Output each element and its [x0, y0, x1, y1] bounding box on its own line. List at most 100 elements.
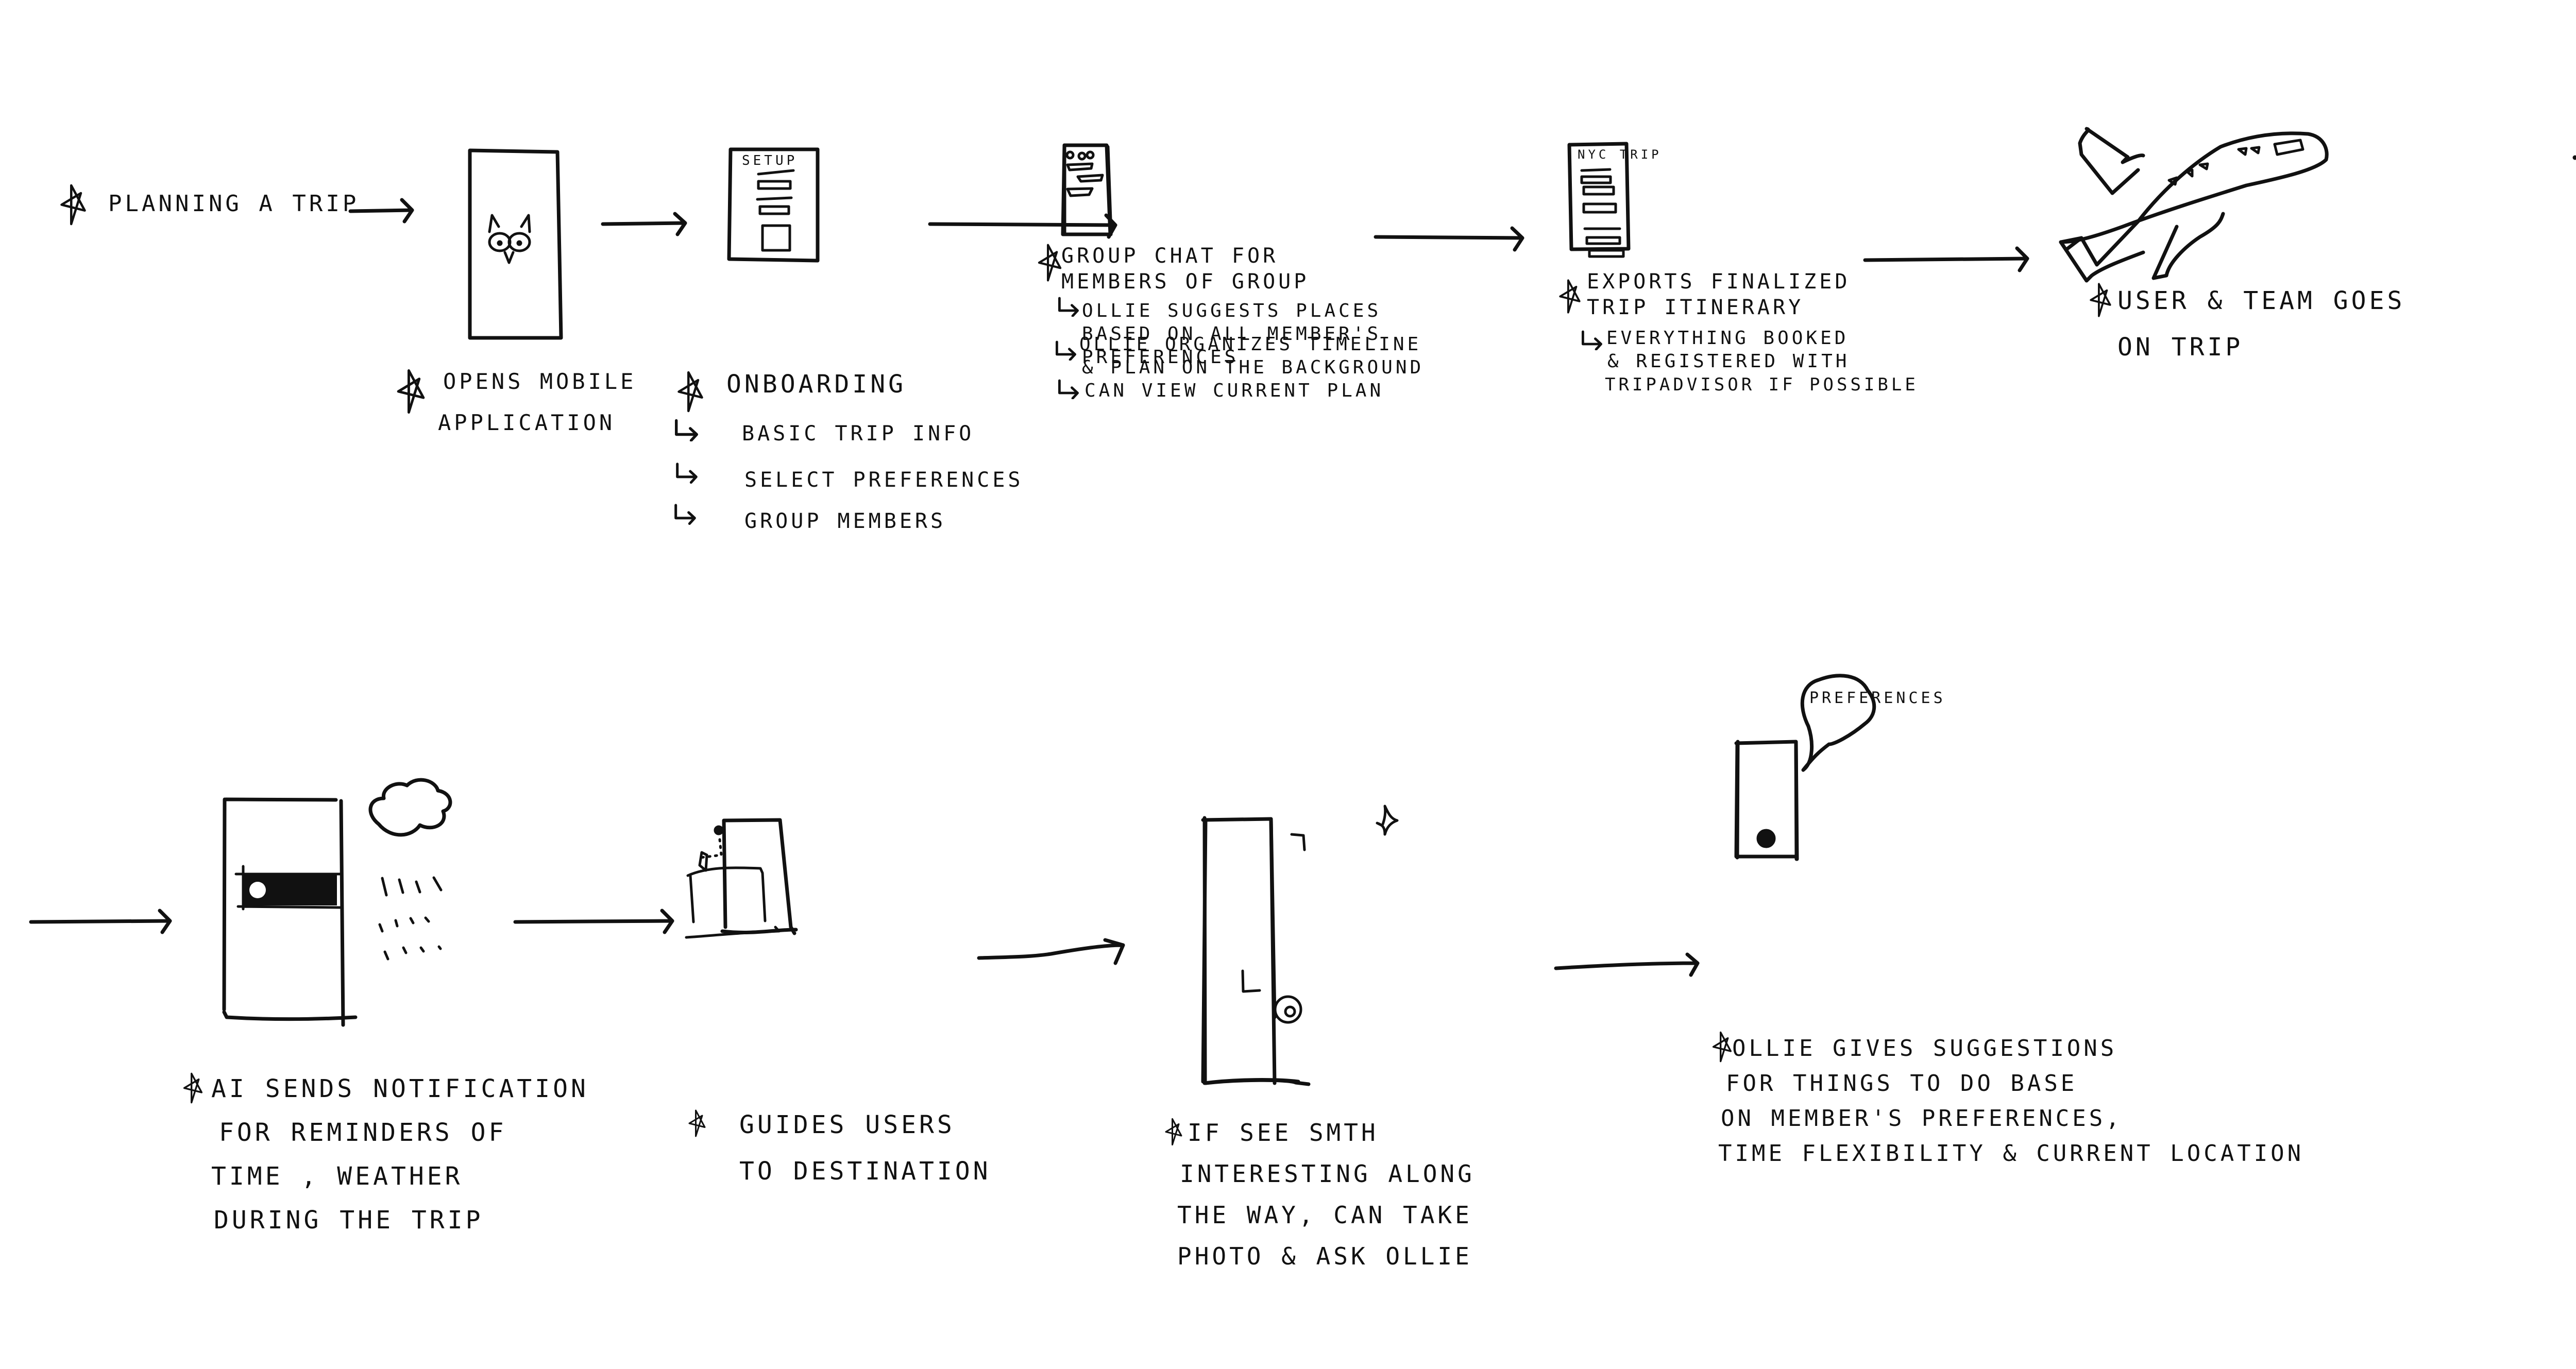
step-suggestions: PREFERENCES OLLIE GIVES SUGGESTIONS FOR …: [1712, 674, 2304, 1167]
chat-bubble-sketch: [1076, 174, 1104, 183]
sub-arrow-icon: [676, 421, 697, 441]
arrow-icon: [348, 198, 414, 224]
step-photo: IF SEE SMTH INTERESTING ALONG THE WAY, C…: [1165, 805, 1475, 1270]
arrow-icon: [977, 938, 1125, 965]
step-notifications-title-4: DURING THE TRIP: [214, 1206, 483, 1235]
step-planning: PLANNING A TRIP: [62, 185, 356, 224]
phone-sketch: [1061, 143, 1113, 236]
sub-arrow-icon: [1059, 381, 1077, 398]
phone-sketch: [1201, 816, 1311, 1086]
flow-arrow: [29, 909, 172, 934]
step-onboarding: SETUP ONBOARDING BASIC TRIP INFO SELECT …: [676, 147, 1023, 533]
list-row-sketch: [1588, 249, 1625, 258]
arrow-icon: [513, 909, 674, 934]
list-row-sketch: [1582, 185, 1615, 196]
step-suggestions-title-4: TIME FLEXIBILITY & CURRENT LOCATION: [1718, 1140, 2304, 1167]
chat-bubble-sketch: [1066, 162, 1094, 172]
star-icon: [1560, 280, 1580, 313]
step-go-on-trip-title-2: ON TRIP: [2117, 333, 2243, 362]
step-photo-title-3: THE WAY, CAN TAKE: [1177, 1201, 1472, 1229]
star-icon: [688, 1109, 706, 1137]
list-row-sketch: [1580, 175, 1612, 184]
step-notifications-title-3: TIME , WEATHER: [211, 1162, 463, 1191]
onboarding-item-3: GROUP MEMBERS: [744, 509, 946, 533]
owl-logo-icon: [488, 214, 531, 264]
step-suggestions-title-2: FOR THINGS TO DO BASE: [1726, 1070, 2077, 1097]
sub-arrow-icon: [676, 505, 695, 524]
image-placeholder-sketch: [761, 224, 791, 252]
stray-dot: [2572, 155, 2576, 160]
sub-arrow-icon: [677, 464, 697, 483]
phone-sketch: [685, 818, 798, 939]
flow-arrow: [513, 909, 674, 934]
sparkle-icon: [1376, 805, 1399, 836]
export-item-line-1: EVERYTHING BOOKED: [1606, 328, 1849, 349]
chat-item-2-line-2: & PLAN ON THE BACKGROUND: [1082, 357, 1424, 378]
input-field-sketch: [757, 180, 792, 190]
step-photo-title-2: INTERESTING ALONG: [1180, 1160, 1475, 1188]
flow-arrow: [1374, 226, 1524, 252]
arrow-icon: [1554, 952, 1700, 977]
step-go-on-trip: USER & TEAM GOES ON TRIP: [2059, 127, 2405, 362]
star-icon: [679, 372, 702, 411]
onboarding-item-2: SELECT PREFERENCES: [744, 468, 1023, 492]
step-suggestions-title-1: OLLIE GIVES SUGGESTIONS: [1732, 1035, 2117, 1062]
step-photo-title-1: IF SEE SMTH: [1188, 1119, 1379, 1146]
step-group-chat-title-1: GROUP CHAT FOR: [1061, 244, 1278, 268]
notification-banner: [234, 865, 342, 911]
member-avatars: [1065, 150, 1095, 161]
screen-label: NYC TRIP: [1578, 147, 1662, 162]
arrow-icon: [601, 212, 687, 236]
chat-item-2-line-1: OLLIE ORGANIZES TIMELINE: [1079, 334, 1421, 355]
step-export-title-1: EXPORTS FINALIZED: [1587, 270, 1850, 294]
airplane-icon: [2059, 127, 2329, 283]
arrow-icon: [29, 909, 172, 934]
step-notifications: AI SENDS NOTIFICATION FOR REMINDERS OF T…: [183, 778, 586, 1235]
export-item-line-2: & REGISTERED WITH: [1607, 351, 1850, 372]
list-row-sketch: [1585, 236, 1621, 245]
step-open-app-title-1: OPENS MOBILE: [443, 369, 636, 394]
star-icon: [1712, 1031, 1732, 1063]
shutter-button-icon: [1274, 995, 1302, 1024]
input-field-sketch: [758, 205, 790, 215]
step-export: NYC TRIP EXPORTS FINALIZED TRIP ITINERAR…: [1560, 142, 1919, 395]
onboarding-item-1: BASIC TRIP INFO: [742, 422, 974, 446]
screen-label: SETUP: [742, 153, 798, 168]
chat-item-1-line-1: OLLIE SUGGESTS PLACES: [1082, 300, 1381, 321]
flow-arrow: [977, 938, 1125, 965]
step-open-app-title-2: APPLICATION: [438, 410, 615, 435]
sub-arrow-icon: [1059, 298, 1077, 316]
flow-arrow: [601, 212, 687, 236]
step-open-app: OPENS MOBILE APPLICATION: [398, 148, 636, 435]
export-item-line-3: TRIPADVISOR IF POSSIBLE: [1605, 374, 1919, 395]
flow-arrow: [348, 198, 414, 224]
sub-arrow-icon: [1057, 342, 1075, 360]
step-photo-title-4: PHOTO & ASK OLLIE: [1177, 1242, 1472, 1270]
ollie-assistant-icon: [1756, 829, 1776, 848]
step-guides: GUIDES USERS TO DESTINATION: [685, 818, 988, 1186]
step-go-on-trip-title-1: USER & TEAM GOES: [2117, 286, 2405, 315]
star-icon: [62, 185, 85, 224]
star-icon: [2091, 284, 2110, 316]
chat-item-1-line-2: BASED ON ALL MEMBER'S: [1082, 323, 1381, 345]
speech-bubble: PREFERENCES: [1800, 674, 1946, 772]
arrow-icon: [1863, 246, 2029, 272]
sub-arrow-icon: [1583, 332, 1601, 349]
step-group-chat: GROUP CHAT FOR MEMBERS OF GROUP OLLIE SU…: [1039, 143, 1424, 401]
star-icon: [1039, 245, 1060, 281]
chat-item-1-line-3: PREFERENCES: [1082, 347, 1239, 368]
arrow-icon: [1374, 226, 1524, 252]
camera-viewfinder-icon: [1241, 833, 1306, 993]
chat-item-3: CAN VIEW CURRENT PLAN: [1084, 380, 1384, 401]
flow-arrow: [1554, 952, 1700, 977]
star-icon: [398, 370, 423, 412]
step-group-chat-title-2: MEMBERS OF GROUP: [1061, 270, 1309, 294]
list-row-sketch: [1582, 202, 1617, 214]
rain-cloud-icon: [368, 778, 452, 961]
map-route-icon: [698, 825, 724, 872]
notification-app-icon: [249, 882, 266, 898]
star-icon: [1165, 1118, 1182, 1145]
bubble-label: PREFERENCES: [1809, 689, 1946, 707]
step-export-title-2: TRIP ITINERARY: [1587, 296, 1804, 319]
phone-sketch: NYC TRIP: [1567, 142, 1662, 258]
